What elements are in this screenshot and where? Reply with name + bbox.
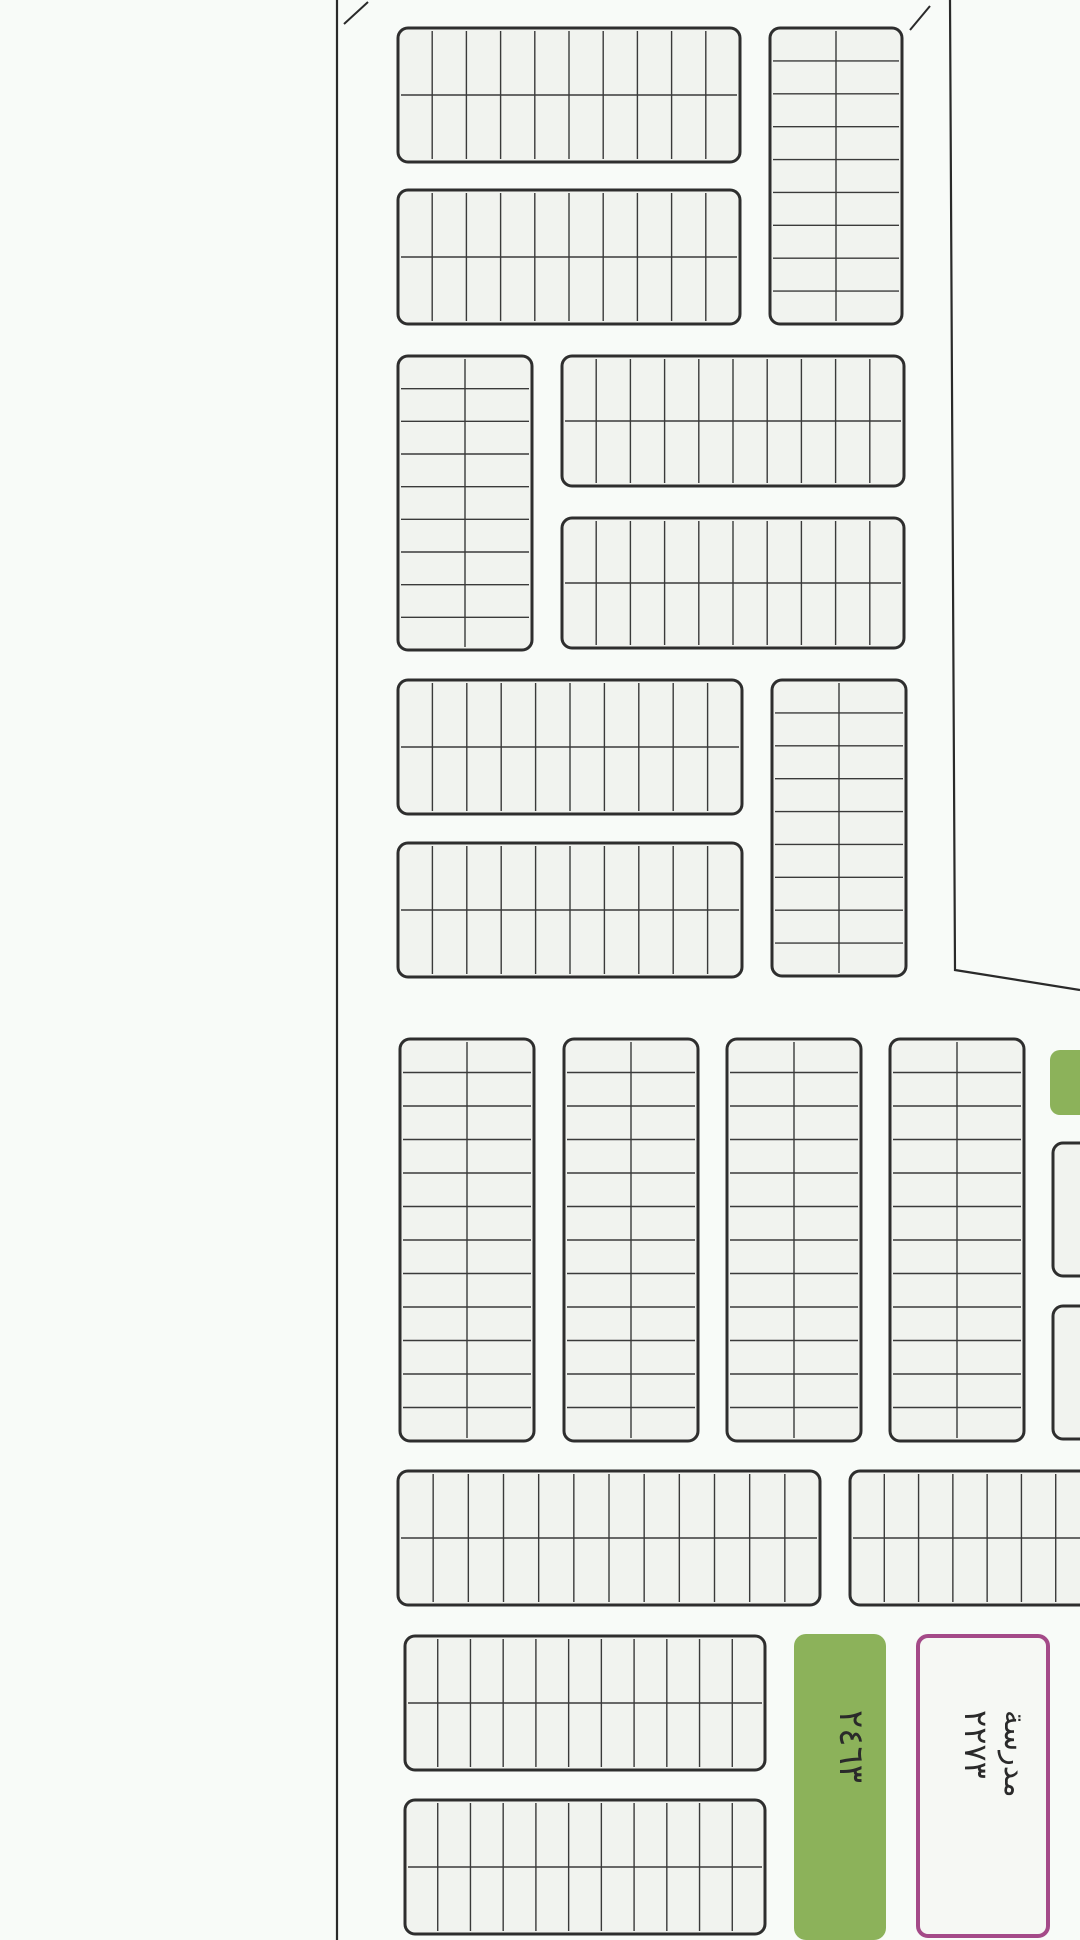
- parcel-block-b9: [396, 841, 744, 979]
- parcel-block-b17: [403, 1798, 767, 1936]
- survey-mark-top-right: [909, 5, 931, 31]
- parcel-block-b8: [770, 678, 908, 978]
- partial-block-right-1: [1051, 1141, 1080, 1278]
- parcel-block-b12: [725, 1037, 863, 1443]
- parcel-block-b4: [396, 354, 534, 652]
- parcel-block-b2: [768, 26, 904, 326]
- parcel-block-b15: [848, 1469, 1080, 1607]
- green-zone-top-right: [1050, 1050, 1080, 1115]
- parcel-block-b10: [398, 1037, 536, 1443]
- parcel-block-b11: [562, 1037, 700, 1443]
- east-boundary-line: [948, 0, 1080, 992]
- parcel-block-b3: [396, 188, 742, 326]
- parcel-blocks: [396, 26, 1080, 1936]
- parcel-block-b6: [560, 516, 906, 650]
- parcel-block-b5: [560, 354, 906, 488]
- school-plot: [916, 1634, 1050, 1938]
- school-plot-label: مدرسة: [997, 1710, 1032, 1798]
- school-plot-number: ٢٢٧٣: [957, 1710, 995, 1779]
- survey-mark-top-left: [343, 1, 369, 25]
- parcel-block-b14: [396, 1469, 822, 1607]
- parcel-block-b7: [396, 678, 744, 816]
- parcel-block-b1: [396, 26, 742, 164]
- partial-block-right-2: [1051, 1304, 1080, 1441]
- parcel-block-b13: [888, 1037, 1026, 1443]
- green-zone-main: [794, 1634, 886, 1940]
- green-zone-label: ٢٤٦٣: [831, 1710, 871, 1783]
- parcel-block-b16: [403, 1634, 767, 1772]
